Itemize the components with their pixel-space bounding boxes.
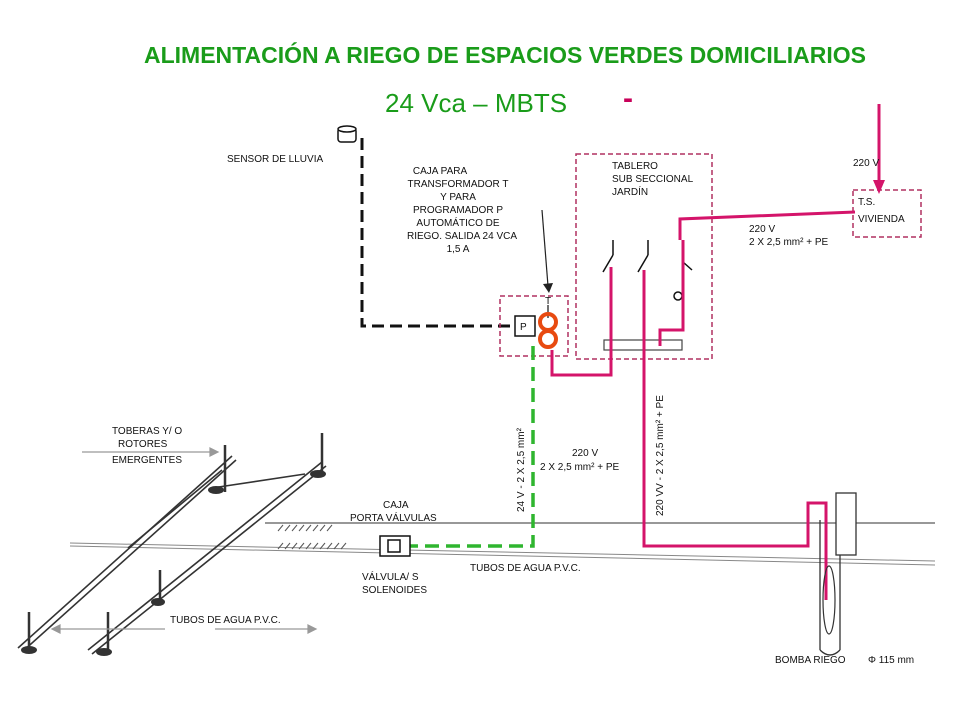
diagram-subtitle: 24 Vca – MBTS (385, 88, 568, 118)
board-label-line2: SUB SECCIONAL (612, 174, 694, 185)
subtitle-dash: - (623, 82, 633, 115)
label-arrows (50, 447, 318, 634)
pump-icon (822, 565, 836, 635)
rain-sensor-label: SENSOR DE LLUVIA (227, 154, 323, 165)
box-pointer-arrow (541, 209, 549, 287)
breakers (602, 240, 693, 301)
box-label-line2: TRANSFORMADOR T (408, 179, 509, 190)
water-main-pipe (69, 542, 936, 562)
valves-label-line2: SOLENOIDES (362, 585, 427, 596)
box-label-line7: 1,5 A (447, 244, 470, 255)
programmer-mark: P (520, 322, 527, 333)
box-pointer-head (543, 283, 553, 293)
sensor-control-cable (360, 138, 515, 328)
valve-box-label-line2: PORTA VÁLVULAS (350, 511, 437, 524)
sprinkler-heads (21, 470, 326, 656)
valves-label-line1: VÁLVULA/ S (362, 570, 419, 583)
diagram-title: ALIMENTACIÓN A RIEGO DE ESPACIOS VERDES … (144, 42, 866, 68)
transformer-icon (538, 312, 558, 349)
ts-label-line2: VIVIENDA (858, 214, 905, 225)
rain-sensor-icon (337, 125, 357, 143)
feed-cable-label: 2 X 2,5 mm² + PE (749, 237, 829, 248)
valve-box-icon (379, 535, 411, 557)
power-lines-220v (550, 104, 881, 600)
box-label-line6: RIEGO. SALIDA 24 VCA (407, 231, 517, 242)
pump-well (819, 492, 857, 656)
soil-hatch (277, 524, 347, 550)
board-label-line1: TABLERO (612, 161, 658, 172)
box-label-line5: AUTOMÁTICO DE (416, 216, 499, 229)
nozzles-label-line2: ROTORES (118, 439, 168, 450)
box-label-line1: CAJA PARA (413, 166, 468, 177)
transformer-mark: T (545, 296, 551, 307)
mid-cable-label: 2 X 2,5 mm² + PE (540, 462, 620, 473)
low-voltage-line-24v (402, 346, 535, 548)
supply-arrow (873, 180, 885, 194)
nozzles-label-line3: EMERGENTES (112, 455, 182, 466)
nozzles-label-line1: TOBERAS Y/ O (112, 426, 182, 437)
box-label-line4: PROGRAMADOR P (413, 205, 503, 216)
mid-voltage-label: 220 V (572, 448, 598, 459)
programmer-unit (514, 315, 536, 337)
box-label-line3: Y PARA (440, 192, 476, 203)
vertical-24v-label: 24 V - 2 X 2,5 mm² (516, 427, 527, 512)
sprinkler-risers (27, 433, 324, 654)
pump-label: BOMBA RIEGO (775, 655, 846, 666)
ts-label-line1: T.S. (858, 197, 875, 208)
diameter-label: Φ 115 mm (868, 655, 914, 666)
board-label-line3: JARDÍN (612, 185, 648, 198)
feed-voltage-label: 220 V (749, 224, 775, 235)
valve-box-label-line1: CAJA (383, 500, 409, 511)
pipes-left-label: TUBOS DE AGUA P.V.C. (170, 615, 281, 626)
pipes-mid-label: TUBOS DE AGUA P.V.C. (470, 563, 581, 574)
ts-vivienda-enclosure (852, 189, 922, 238)
lateral-pipes (17, 455, 327, 655)
vertical-220v-label: 220 VV - 2 X 2,5 mm² + PE (655, 395, 666, 516)
supply-voltage-label: 220 V (853, 158, 879, 169)
